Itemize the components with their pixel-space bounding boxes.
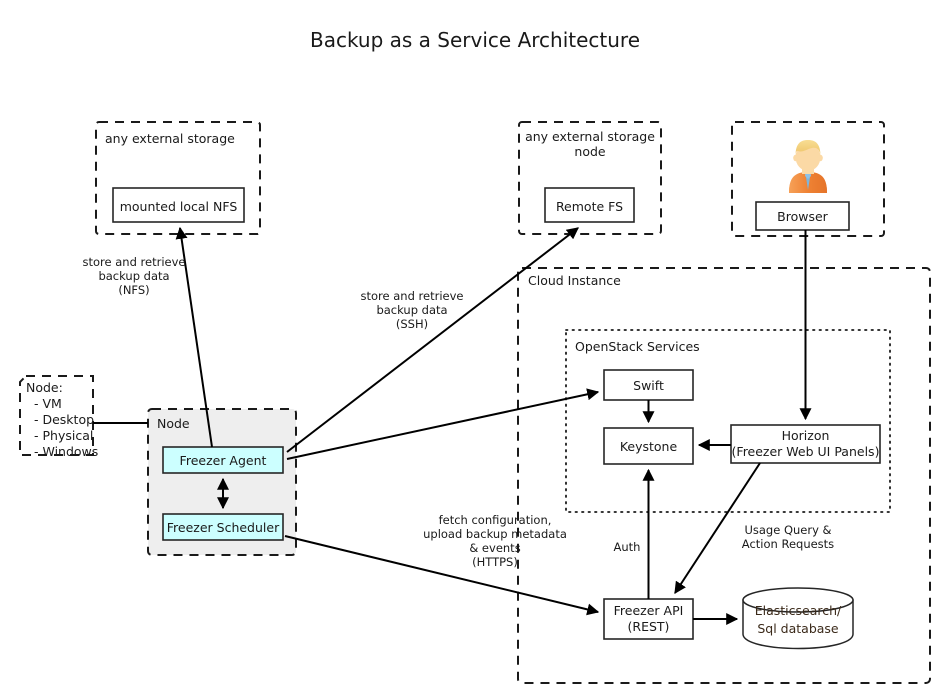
- node-swift[interactable]: [603, 369, 694, 401]
- edge-label-nfs-line-3: (NFS): [118, 283, 149, 297]
- node-mounted-nfs-label: mounted local NFS: [120, 199, 238, 214]
- node-freezer-agent[interactable]: [162, 446, 284, 474]
- edge-agent-to-swift: [286, 388, 600, 460]
- edge-label-usage: Usage Query & Action Requests: [742, 523, 834, 551]
- edge-label-nfs-line-2: backup data: [98, 269, 169, 283]
- note-line-3: - Desktop: [34, 412, 94, 427]
- node-keystone[interactable]: [603, 427, 694, 465]
- note-line-1: Node:: [26, 380, 63, 395]
- container-external-storage-node-label-1: any external storage: [525, 129, 655, 144]
- container-external-storage-node-label-2: node: [574, 144, 606, 159]
- edge-label-https-line-3: & events: [469, 541, 520, 555]
- edge-label-https-line-1: fetch configuration,: [439, 513, 552, 527]
- node-database-label-2: Sql database: [757, 621, 839, 636]
- node-mounted-nfs[interactable]: [112, 187, 245, 223]
- container-openstack-services: [565, 329, 891, 513]
- edge-label-nfs: store and retrieve backup data (NFS): [83, 255, 186, 297]
- edge-label-https: fetch configuration, upload backup metad…: [423, 513, 567, 569]
- node-database[interactable]: [742, 587, 854, 650]
- node-browser[interactable]: [755, 201, 850, 231]
- node-horizon-label-2: (Freezer Web UI Panels): [732, 444, 880, 459]
- edge-label-ssh: store and retrieve backup data (SSH): [361, 289, 464, 331]
- edge-horizon-to-api: [674, 462, 761, 595]
- node-remote-fs-label: Remote FS: [556, 199, 623, 214]
- container-browser-zone: [731, 121, 885, 237]
- edge-label-usage-line-2: Action Requests: [742, 537, 834, 551]
- node-horizon-label-1: Horizon: [782, 428, 830, 443]
- edge-label-https-line-2: upload backup metadata: [423, 527, 567, 541]
- node-database-label-1: Elasticsearch/: [755, 603, 842, 618]
- node-freezer-api-label-2: (REST): [628, 619, 670, 634]
- note-line-4: - Physical: [34, 428, 93, 443]
- container-external-storage-label: any external storage: [105, 131, 235, 146]
- note-node-types: [19, 375, 94, 456]
- edge-label-auth: Auth: [614, 540, 641, 554]
- note-line-2: - VM: [34, 396, 62, 411]
- edge-label-usage-line-1: Usage Query &: [744, 523, 831, 537]
- container-openstack-services-label: OpenStack Services: [575, 339, 700, 354]
- edge-agent-to-remote-fs: [286, 227, 579, 453]
- edge-label-https-line-4: (HTTPS): [472, 555, 518, 569]
- node-freezer-agent-label: Freezer Agent: [180, 453, 267, 468]
- container-cloud-instance-label: Cloud Instance: [528, 273, 621, 288]
- node-freezer-api-label-1: Freezer API: [614, 603, 684, 618]
- container-node-label: Node: [157, 416, 190, 431]
- edge-label-ssh-line-2: backup data: [376, 303, 447, 317]
- edge-agent-to-nfs: [175, 226, 213, 448]
- edge-scheduler-to-api: [284, 535, 600, 616]
- page-title: Backup as a Service Architecture: [310, 28, 640, 52]
- edge-label-ssh-line-3: (SSH): [396, 317, 428, 331]
- note-line-5: - Windows: [34, 444, 98, 459]
- edge-label-ssh-line-1: store and retrieve: [361, 289, 464, 303]
- node-remote-fs[interactable]: [544, 187, 635, 223]
- node-swift-label: Swift: [633, 378, 664, 393]
- node-keystone-label: Keystone: [620, 439, 678, 454]
- node-freezer-scheduler[interactable]: [162, 513, 284, 541]
- container-external-storage-node: [518, 121, 662, 235]
- node-browser-label: Browser: [777, 209, 829, 224]
- edge-label-nfs-line-1: store and retrieve: [83, 255, 186, 269]
- node-horizon[interactable]: [730, 424, 881, 464]
- container-cloud-instance: [517, 267, 931, 684]
- node-freezer-scheduler-label: Freezer Scheduler: [167, 520, 280, 535]
- user-avatar-icon: [789, 140, 827, 193]
